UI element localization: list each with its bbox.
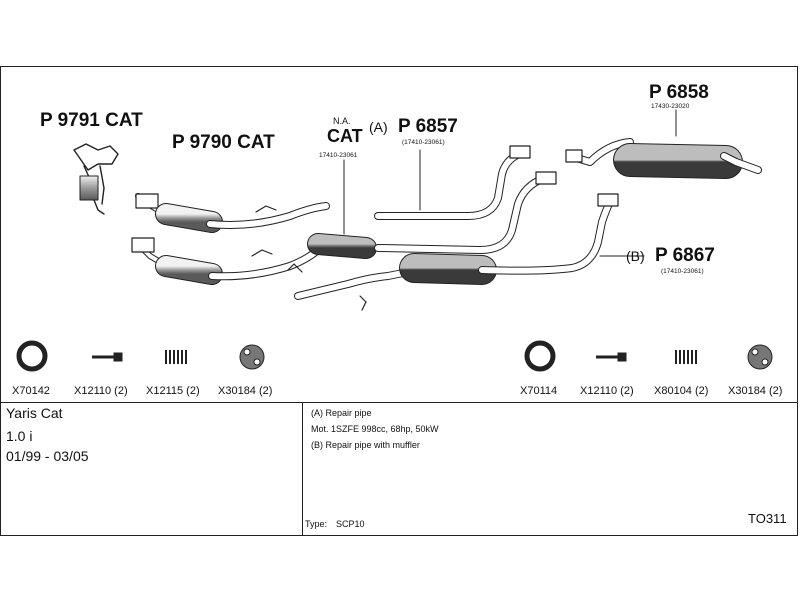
note-a: (A) Repair pipe bbox=[311, 408, 372, 418]
accessory-code-left-1: X70142 bbox=[12, 385, 50, 397]
label-b: (B) bbox=[626, 248, 645, 264]
accessory-code-left-4: X30184 (2) bbox=[218, 385, 273, 397]
divider-vertical bbox=[302, 402, 303, 536]
label-p6857-ref: (17410-23061) bbox=[402, 139, 445, 146]
label-a: (A) bbox=[369, 119, 388, 135]
note-mot: Mot. 1SZFE 998cc, 68hp, 50kW bbox=[311, 424, 439, 434]
rubber-hanger-icon bbox=[747, 344, 773, 370]
label-p6858-ref: 17430-23020 bbox=[651, 103, 690, 110]
spring-icon bbox=[675, 350, 697, 364]
gasket-ring-icon bbox=[16, 340, 48, 372]
spring-icon bbox=[165, 350, 187, 364]
diagram-frame bbox=[0, 66, 798, 536]
divider-accessories bbox=[0, 402, 798, 403]
label-na: N.A. bbox=[333, 116, 351, 126]
rear-muffler-part bbox=[565, 109, 762, 179]
vehicle-model: Yaris Cat bbox=[6, 405, 63, 421]
accessory-code-right-1: X70114 bbox=[520, 385, 558, 397]
note-b: (B) Repair pipe with muffler bbox=[311, 440, 420, 450]
label-p6857: P 6857 bbox=[398, 116, 458, 137]
front-pipe-part bbox=[131, 193, 330, 285]
accessory-code-left-3: X12115 (2) bbox=[146, 385, 200, 397]
accessory-code-right-2: X12110 (2) bbox=[580, 385, 634, 397]
accessory-code-right-3: X80104 (2) bbox=[654, 385, 709, 397]
repair-pipe-a-part bbox=[374, 145, 557, 254]
label-p9790: P 9790 CAT bbox=[172, 132, 275, 153]
label-p6867-ref: (17410-23061) bbox=[661, 268, 704, 275]
bolt-icon bbox=[596, 352, 627, 362]
vehicle-years: 01/99 - 03/05 bbox=[6, 448, 89, 464]
label-p6858: P 6858 bbox=[649, 82, 709, 103]
manifold-part bbox=[73, 143, 119, 215]
catalyst-part bbox=[307, 159, 377, 259]
label-cat-ref: 17410-23061 bbox=[319, 152, 358, 159]
accessory-code-right-4: X30184 (2) bbox=[728, 385, 783, 397]
diagram-code: TO311 bbox=[748, 511, 787, 526]
bolt-icon bbox=[92, 352, 123, 362]
repair-pipe-b-part bbox=[294, 193, 645, 311]
type-value: SCP10 bbox=[336, 519, 365, 529]
gasket-ring-icon bbox=[524, 340, 556, 372]
rubber-hanger-icon bbox=[239, 344, 265, 370]
label-p6867: P 6867 bbox=[655, 245, 715, 266]
accessory-code-left-2: X12110 (2) bbox=[74, 385, 128, 397]
label-p9791: P 9791 CAT bbox=[40, 110, 143, 131]
label-cat: CAT bbox=[327, 126, 363, 146]
type-label: Type: bbox=[305, 519, 328, 529]
vehicle-engine: 1.0 i bbox=[6, 428, 33, 444]
